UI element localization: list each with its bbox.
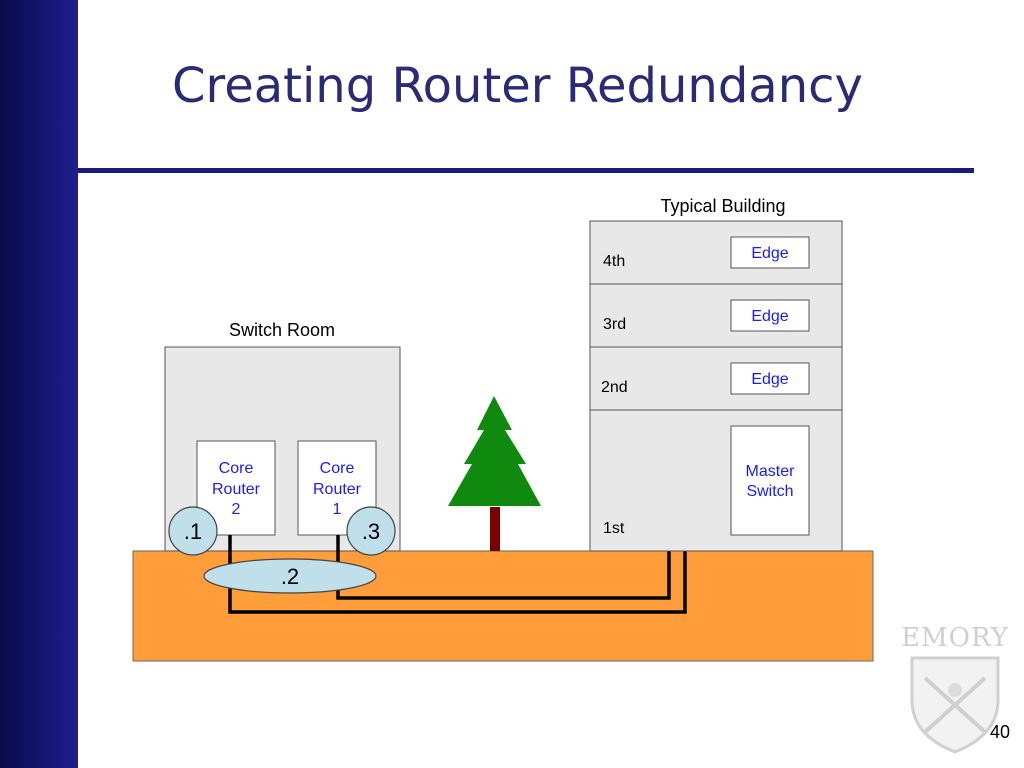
edge-switch-2nd: [730, 362, 810, 395]
master-switch-line-2: Switch: [746, 483, 793, 500]
ip-label-right: .3: [362, 519, 380, 544]
ip-label-left: .1: [184, 519, 202, 544]
master-switch-line-1: Master: [746, 463, 796, 480]
title-underline: [78, 168, 974, 173]
floor-label-2nd: 2nd: [601, 379, 628, 396]
edge-label-3rd: Edge: [751, 308, 788, 325]
floor-label-3rd: 3rd: [603, 316, 626, 333]
edge-switch-4th: [730, 236, 810, 269]
core-router-1-line-3: 1: [333, 501, 342, 518]
switch-room-label: Switch Room: [229, 320, 335, 340]
ip-label-middle: .2: [281, 564, 299, 589]
core-router-1-line-2: Router: [313, 481, 362, 498]
ip-circle-right: [346, 506, 396, 556]
core-router-1-line-1: Core: [320, 460, 355, 477]
core-router-1: [297, 440, 377, 536]
core-router-2-line-1: Core: [219, 460, 254, 477]
emory-logo: EMORY: [901, 623, 1009, 754]
page-number: 40: [990, 722, 1011, 742]
edge-label-2nd: Edge: [751, 371, 788, 388]
ip-circle-left: [168, 506, 218, 556]
slide-sidebar: [0, 0, 78, 768]
edge-label-4th: Edge: [751, 245, 788, 262]
core-router-2-line-3: 2: [232, 501, 241, 518]
tree-icon: [448, 396, 541, 551]
edge-switch-3rd: [730, 299, 810, 332]
core-router-2-line-2: Router: [212, 481, 261, 498]
building-label: Typical Building: [660, 196, 785, 216]
svg-text:EMORY: EMORY: [901, 623, 1009, 653]
subnet-ellipse: [203, 558, 377, 594]
master-switch: [730, 425, 810, 536]
floor-label-1st: 1st: [603, 520, 625, 537]
slide-title: Creating Router Redundancy: [172, 58, 863, 114]
floor-label-4th: 4th: [603, 253, 625, 270]
